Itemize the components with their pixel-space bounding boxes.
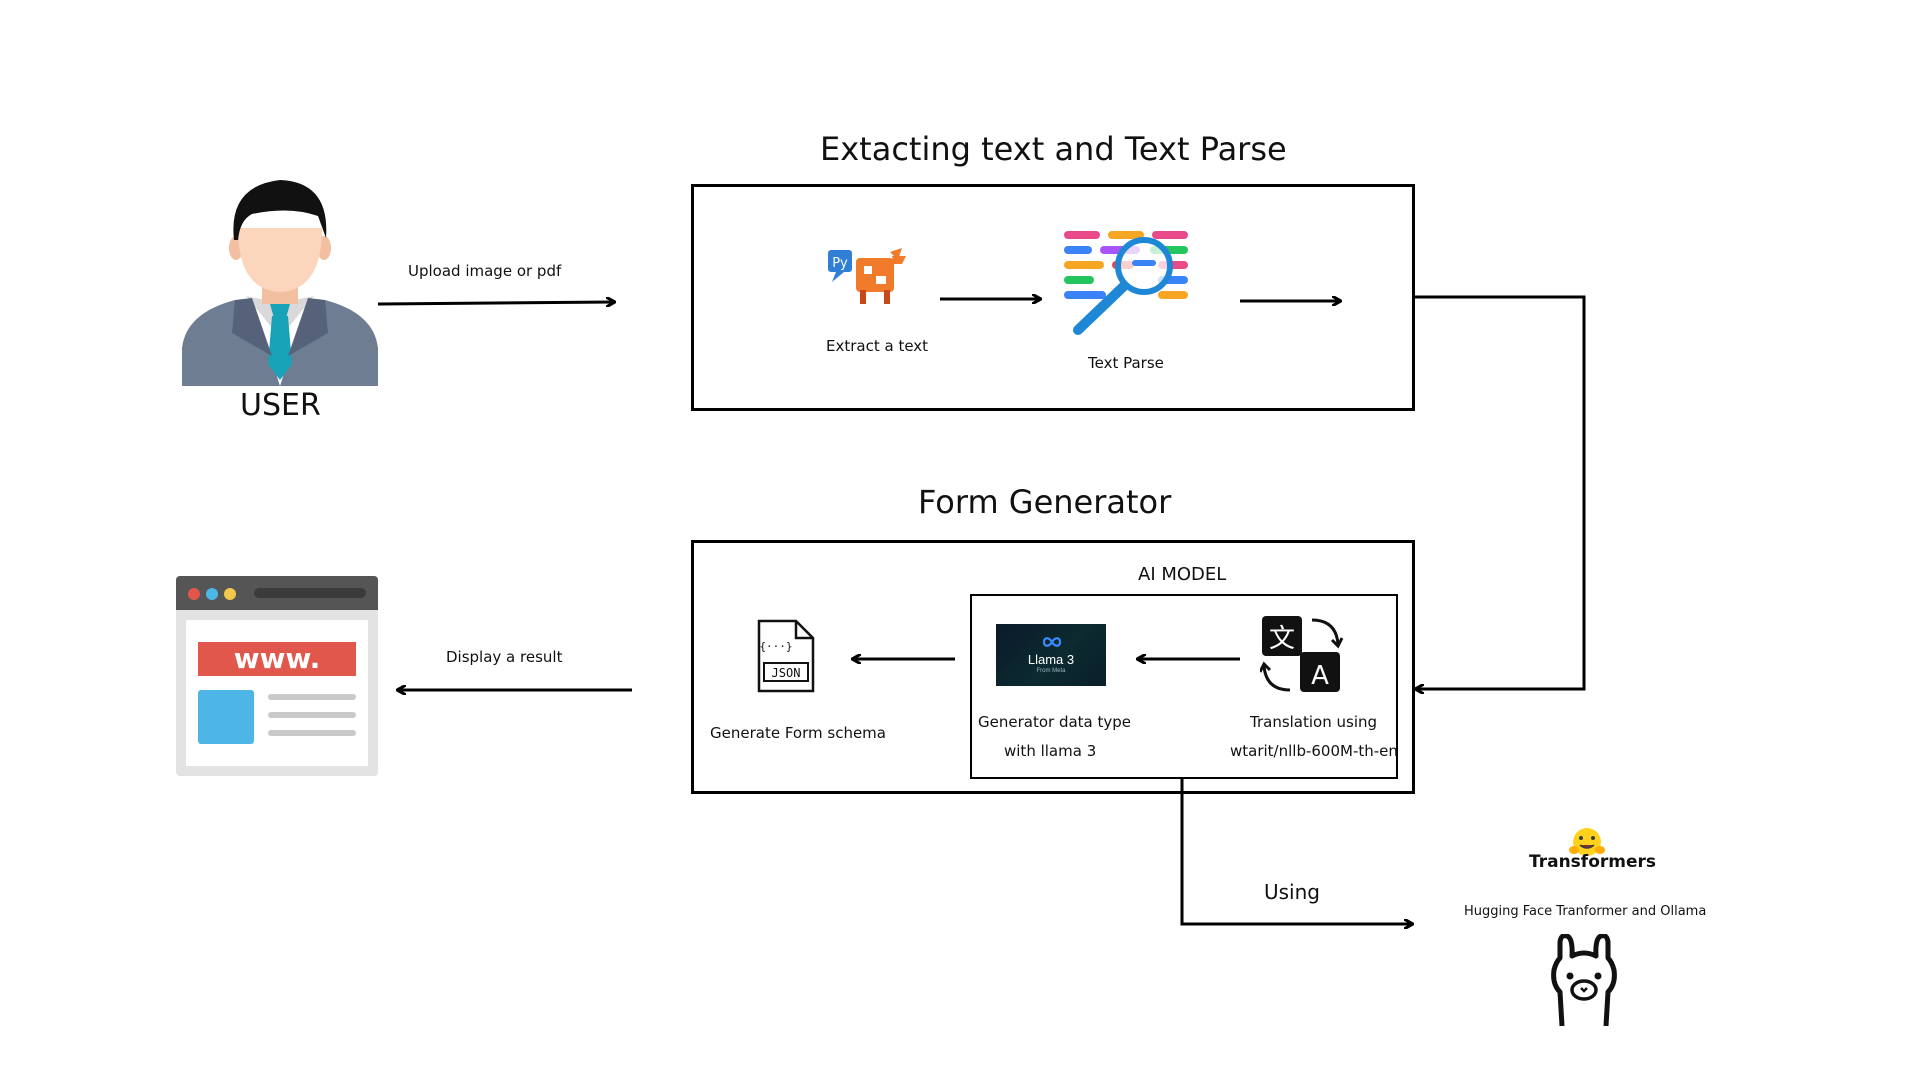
user-icon [182, 180, 378, 386]
extract-section-title: Extacting text and Text Parse [820, 130, 1287, 168]
display-result-label: Display a result [446, 648, 563, 666]
user-label: USER [240, 388, 321, 423]
python-ocr-icon: Py [828, 248, 906, 304]
using-label: Using [1264, 880, 1320, 904]
huggingface-label: Hugging Face Tranformer and Ollama [1464, 904, 1707, 919]
json-text: JSON [772, 666, 801, 680]
extract-to-form-connector [1412, 295, 1586, 689]
py-text: Py [832, 256, 848, 271]
translate-glyph-2: A [1311, 661, 1329, 691]
form-section-title: Form Generator [918, 483, 1172, 521]
translation-label-line1: Translation using [1250, 713, 1378, 731]
ai-model-box [970, 594, 1398, 779]
hugging-face-icon [1569, 828, 1605, 856]
browser-address-bar [254, 588, 366, 598]
browser-text-line [268, 694, 356, 700]
ollama-llama-icon [1551, 934, 1617, 1026]
www-banner: www. [198, 642, 356, 676]
translation-label-line2: wtarit/nllb-600M-th-en [1230, 742, 1398, 760]
transformers-logo-text: Transformers [1529, 852, 1657, 872]
extract-label: Extract a text [826, 337, 929, 355]
browser-image-tile [198, 690, 254, 744]
browser-text-line [268, 712, 356, 718]
ai-model-label: AI MODEL [1138, 564, 1227, 585]
generate-schema-label: Generate Form schema [710, 724, 886, 742]
text-parse-icon [1064, 231, 1188, 335]
upload-arrow [377, 302, 614, 304]
form-generator-box [691, 540, 1415, 794]
browser-close-dot [188, 588, 200, 600]
browser-text-line [268, 730, 356, 736]
translate-glyph-1: 文 [1269, 624, 1295, 654]
browser-minimize-dot [206, 588, 218, 600]
llama3-logo-subtext: From Meta [1036, 668, 1066, 674]
llama3-logo: Llama 3 From Meta [996, 624, 1106, 686]
meta-infinity-icon [1042, 637, 1062, 647]
upload-label: Upload image or pdf [408, 262, 562, 280]
generator-label-line2: with llama 3 [1004, 742, 1097, 760]
llama3-logo-text: Llama 3 [1027, 652, 1075, 667]
translate-icon: 文 A [1260, 616, 1344, 692]
extract-parse-box [691, 184, 1415, 411]
generator-label-line1: Generator data type [978, 713, 1132, 731]
browser-window-icon: www. [176, 576, 378, 776]
parse-label: Text Parse [1088, 354, 1164, 372]
using-connector [1180, 778, 1412, 924]
browser-maximize-dot [224, 588, 236, 600]
json-file-icon: {···} JSON [757, 619, 815, 693]
json-braces-text: {···} [759, 640, 792, 653]
